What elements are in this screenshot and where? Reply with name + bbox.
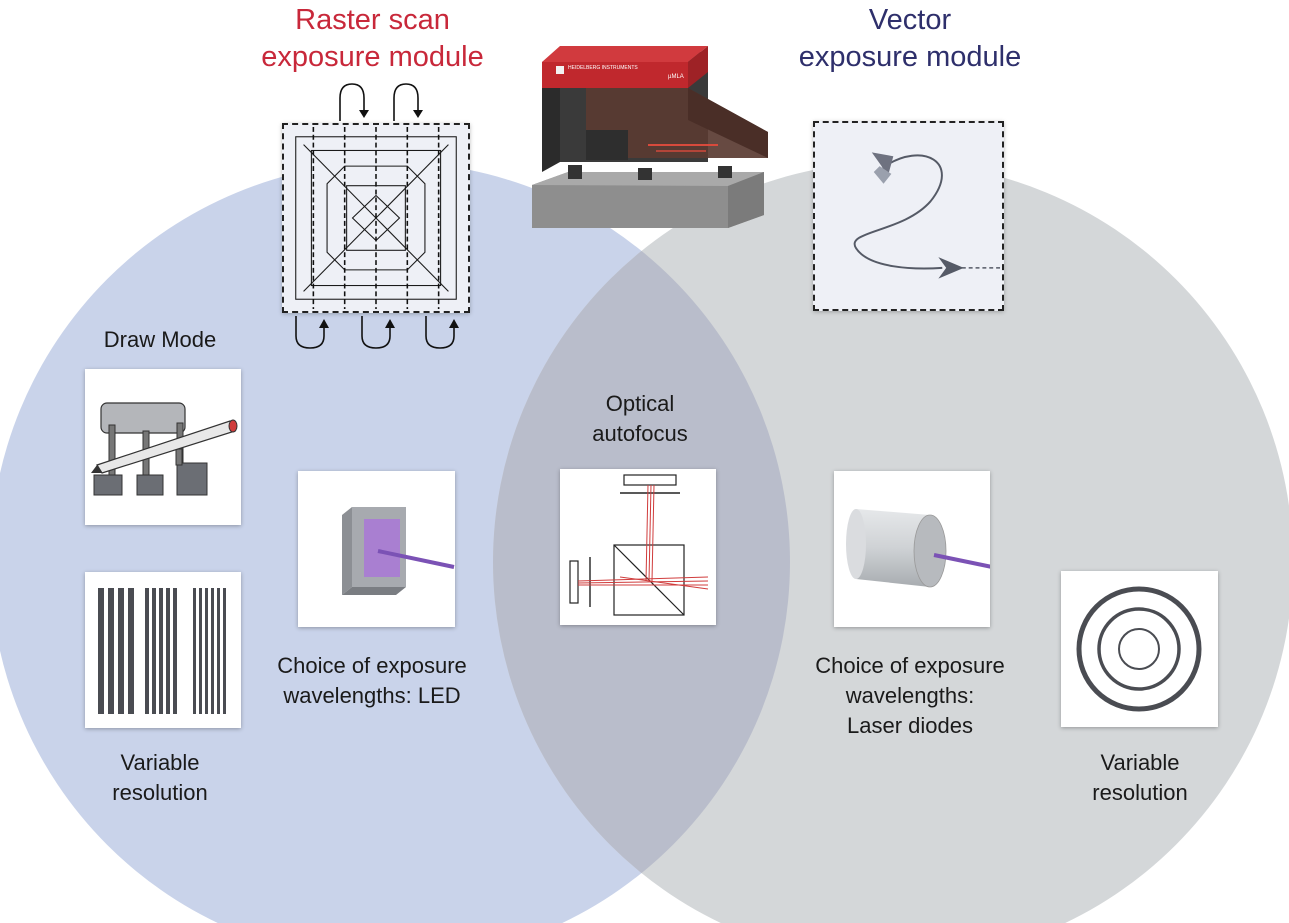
brand-text: HEIDELBERG INSTRUMENTS [568, 65, 638, 71]
draw-mode-label: Draw Mode [103, 327, 217, 352]
beam-splitter-optics-icon [569, 474, 709, 616]
laser-diode-tile [834, 471, 990, 627]
laser-label: Choice of exposure wavelengths: Laser di… [815, 653, 1005, 738]
vector-path-arrow-icon [853, 152, 1002, 279]
concentric-rings-icon [1076, 586, 1202, 712]
variable-resolution-left-label: Variable resolution [112, 750, 208, 805]
concentric-rings-tile [1061, 571, 1218, 727]
raster-scan-box [282, 123, 470, 313]
pen-drawing-icon [91, 402, 238, 496]
line-grating-icon [98, 588, 226, 714]
model-text: µMLA [668, 74, 684, 80]
draw-mode-tile [85, 369, 241, 525]
led-label: Choice of exposure wavelengths: LED [277, 653, 467, 708]
led-tile [298, 471, 455, 627]
raster-scan-pattern-icon [295, 126, 457, 310]
vector-path-box [813, 121, 1004, 311]
raster-title: Raster scan exposure module [261, 4, 484, 73]
raster-scan-arrows [295, 83, 459, 349]
vector-title: Vector exposure module [798, 4, 1022, 73]
overlap-region [493, 162, 790, 923]
led-source-icon [342, 507, 455, 595]
optical-autofocus-tile [560, 469, 716, 625]
line-grating-tile [85, 572, 241, 728]
variable-resolution-right-label: Variable resolution [1092, 750, 1188, 805]
optical-autofocus-label: Optical autofocus [592, 391, 688, 446]
laser-diode-cylinder-icon [846, 509, 990, 588]
machine-image: HEIDELBERG INSTRUMENTS µMLA [532, 46, 768, 228]
